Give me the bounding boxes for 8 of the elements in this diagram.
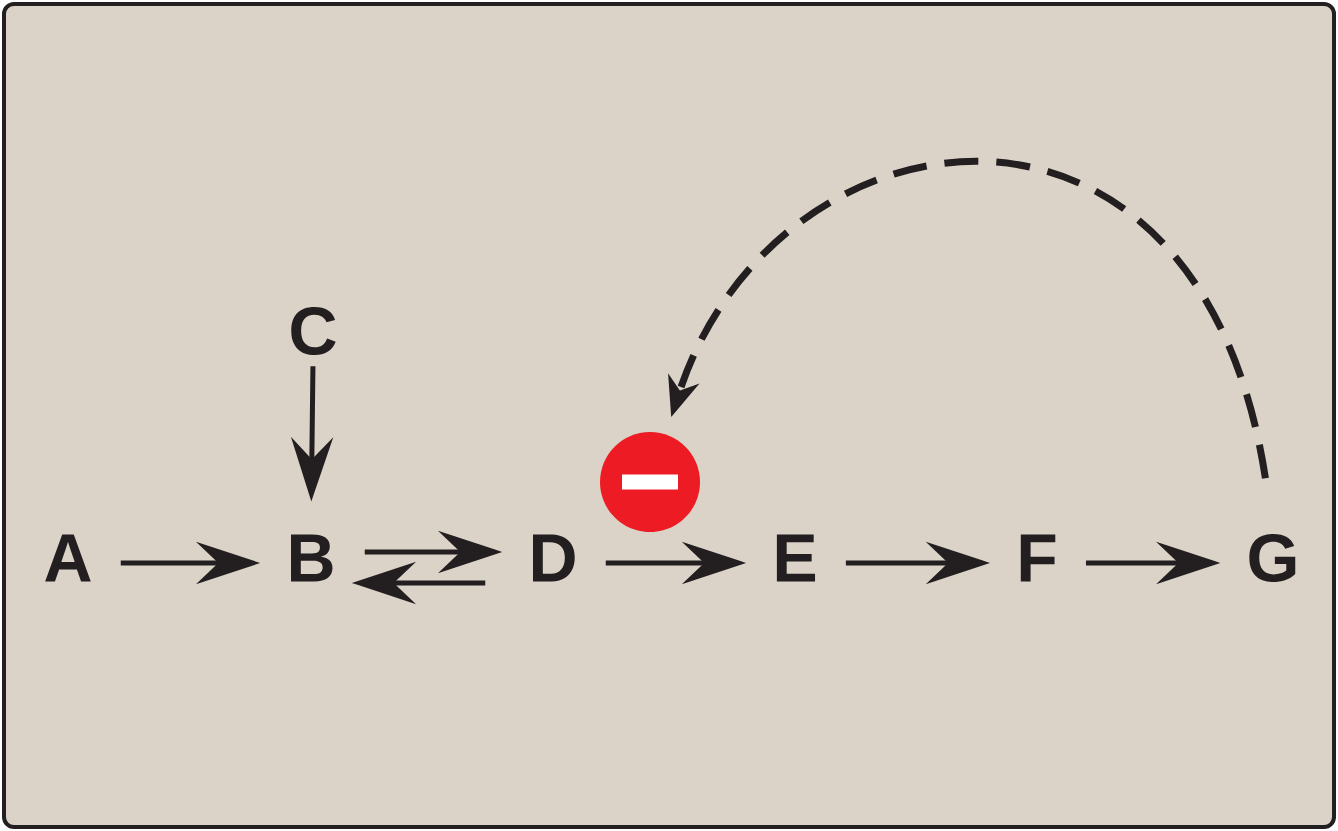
letter-label: C bbox=[291, 306, 336, 356]
letter-label: D bbox=[533, 534, 575, 582]
letter-label: B bbox=[291, 534, 333, 582]
letter-label: F bbox=[1020, 534, 1056, 582]
letter-label: A bbox=[45, 534, 91, 582]
minus-circle bbox=[600, 432, 700, 532]
letter-label: G bbox=[1249, 533, 1296, 583]
letter-label: E bbox=[776, 534, 816, 582]
